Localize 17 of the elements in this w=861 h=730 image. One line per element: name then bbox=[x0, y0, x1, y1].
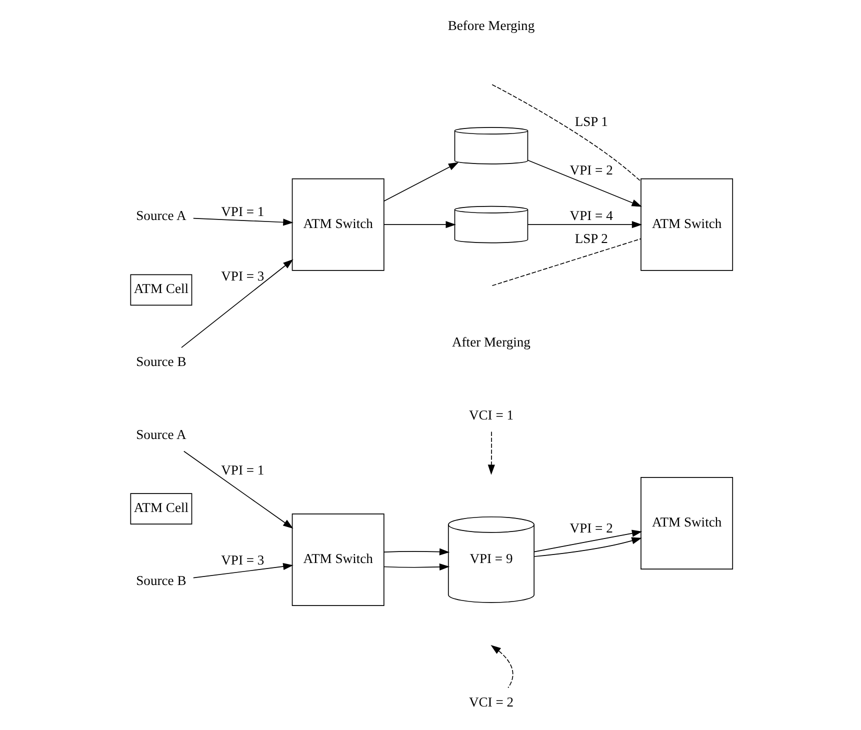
label: After Merging bbox=[452, 334, 530, 350]
edge-label: VPI = 1 bbox=[220, 462, 264, 478]
node-text: Source A bbox=[136, 427, 186, 442]
node-text: VCI = 1 bbox=[468, 408, 514, 423]
edge-label: VPI = 2 bbox=[569, 162, 612, 178]
node-text: Source B bbox=[136, 572, 186, 588]
edge-label: VPI = 3 bbox=[220, 552, 264, 568]
edge-label: VPI = 3 bbox=[220, 268, 264, 284]
node-text: Source B bbox=[136, 354, 186, 370]
edge-label: VPI = 1 bbox=[220, 204, 264, 219]
node-text: Source A bbox=[136, 208, 186, 224]
label: Before Merging bbox=[447, 18, 534, 34]
edge-label: LSP 1 bbox=[574, 114, 608, 130]
node-text: VCI = 2 bbox=[468, 694, 514, 710]
edge-label: LSP 2 bbox=[574, 231, 608, 246]
edge-label: VPI = 4 bbox=[569, 208, 612, 224]
edge-label: VPI = 2 bbox=[569, 520, 612, 536]
